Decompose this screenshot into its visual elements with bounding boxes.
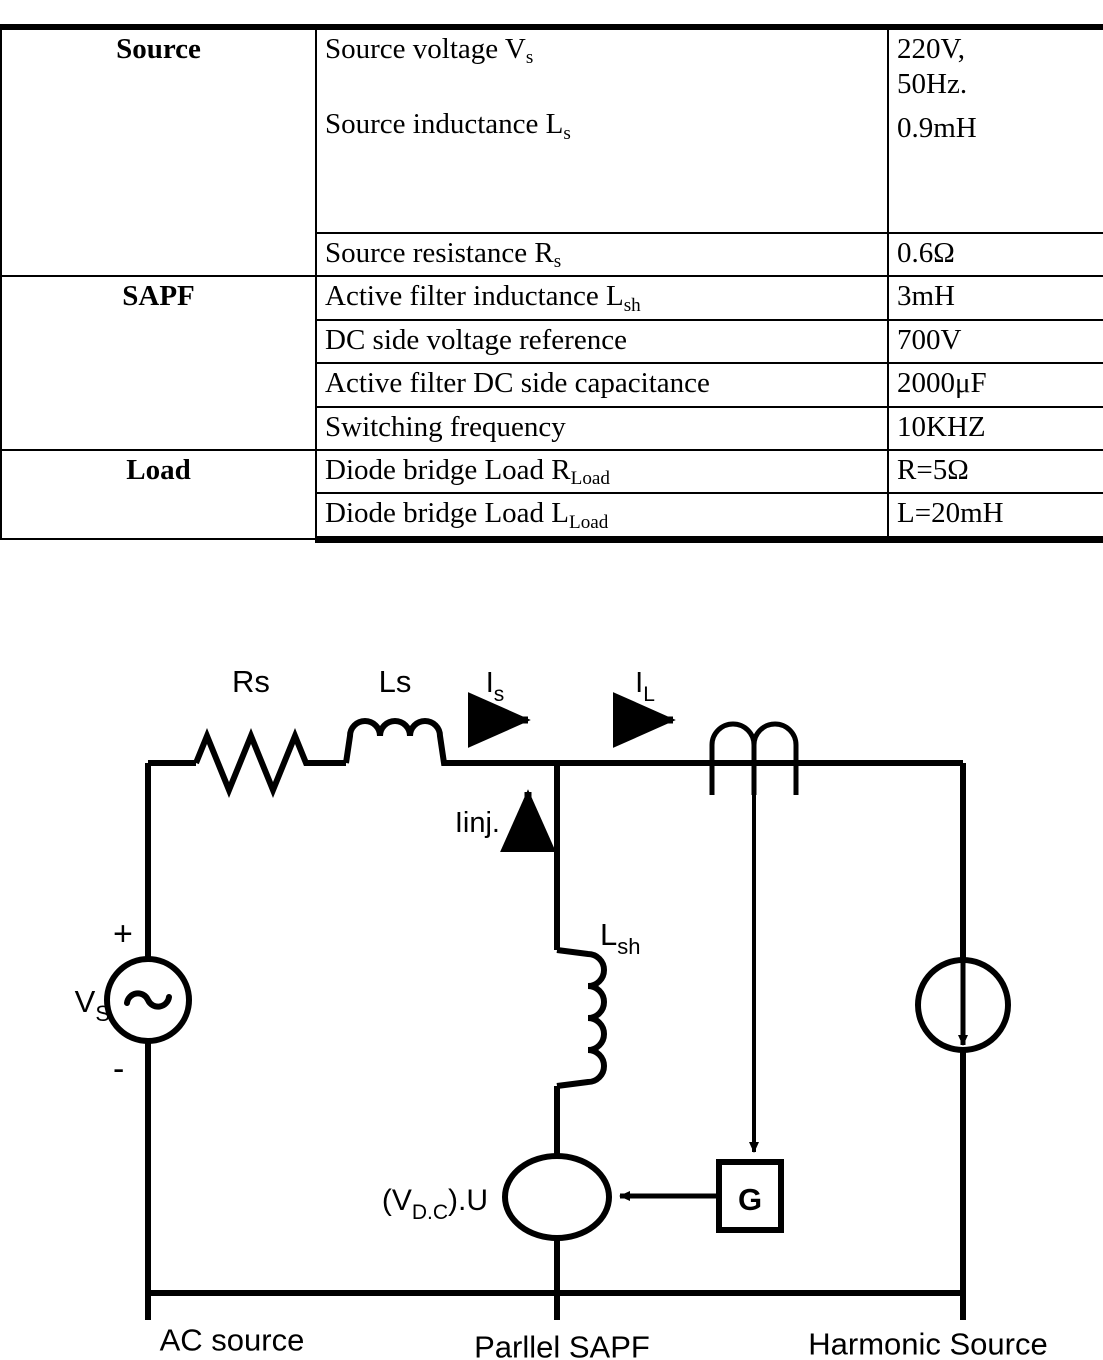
label-ac-source: AC source: [160, 1322, 305, 1357]
label-polarity-minus: -: [113, 1050, 124, 1088]
desc-subscript: s: [525, 47, 534, 69]
inductor-lsh-symbol: [556, 947, 607, 1089]
desc-text: Source inductance L: [325, 108, 564, 141]
desc-cell-load-resistance: Diode bridge Load RLoad: [315, 448, 889, 495]
desc-subscript: s: [563, 122, 571, 144]
desc-cell-source-resistance: Source resistance Rs: [315, 231, 889, 278]
section-bracket: [145, 1293, 966, 1320]
desc-spacer: [325, 67, 879, 107]
resistor-rs-symbol: [193, 728, 346, 798]
label-il: IL: [635, 667, 655, 706]
category-cell-load: Load: [0, 448, 317, 541]
value-cell-switching-frequency: 10KHZ: [887, 405, 1103, 451]
desc-cell-dc-capacitance: Active filter DC side capacitance: [315, 362, 889, 408]
desc-text: Diode bridge Load L: [325, 497, 570, 530]
desc-cell-switching-frequency: Switching frequency: [315, 405, 889, 451]
desc-cell-dc-voltage-reference: DC side voltage reference: [315, 318, 889, 365]
value-cell-dc-voltage-reference: 700V: [887, 318, 1103, 365]
category-label-source: Source: [116, 33, 201, 65]
category-cell-source: Source: [0, 23, 317, 278]
label-polarity-plus: +: [113, 915, 133, 953]
table-row: Load Diode bridge Load RLoad R=5Ω: [0, 448, 1103, 541]
ac-voltage-source-vs: [104, 956, 192, 1044]
label-ls: Ls: [379, 664, 412, 699]
value-cell-source-resistance: 0.6Ω: [887, 231, 1103, 278]
parameters-table-container: Source Source voltage Vs Source inductan…: [0, 23, 1103, 543]
value-cell-filter-inductance: 3mH: [887, 275, 1103, 321]
value-cell-load-inductance: L=20mH: [887, 492, 1103, 543]
desc-text: Source voltage V: [325, 33, 526, 65]
system-parameters-table: Source Source voltage Vs Source inductan…: [0, 23, 1103, 543]
current-sensor-ct-symbol: [709, 721, 799, 795]
desc-cell-source-voltage-inductance: Source voltage Vs Source inductance Ls: [315, 24, 889, 234]
value-source-frequency: 50Hz.: [897, 68, 968, 101]
label-g: G: [738, 1182, 762, 1217]
desc-text: Active filter inductance L: [325, 280, 624, 313]
harmonic-current-source: [915, 957, 1011, 1053]
label-vs: VS: [75, 984, 110, 1026]
label-lsh: Lsh: [600, 917, 641, 959]
value-cell-source-voltage-inductance: 220V, 50Hz. 0.9mH: [887, 24, 1103, 234]
label-harmonic-source: Harmonic Source: [808, 1326, 1047, 1360]
table-row: SAPF Active filter inductance Lsh 3mH: [0, 275, 1103, 451]
table-row: Source resistance Rs 0.6Ω: [1, 231, 1103, 278]
label-rs: Rs: [232, 664, 270, 699]
inductor-ls-symbol: [343, 718, 557, 766]
desc-subscript: sh: [623, 294, 641, 316]
value-cell-load-resistance: R=5Ω: [887, 448, 1103, 495]
desc-source-inductance: Source inductance Ls: [325, 107, 879, 144]
table-row: Diode bridge Load LLoad L=20mH: [1, 492, 1103, 543]
value-cell-dc-capacitance: 2000μF: [887, 362, 1103, 408]
circuit-svg: VS + - Is IL Iinj. Lsh (VD.C).U G: [75, 664, 1048, 1360]
label-vdc-u: (VD.C).U: [382, 1184, 488, 1224]
table-row: DC side voltage reference 700V: [1, 318, 1103, 365]
desc-cell-filter-inductance: Active filter inductance Lsh: [315, 275, 889, 321]
category-label-load: Load: [126, 453, 191, 486]
desc-text: Source resistance R: [325, 237, 554, 269]
value-source-inductance: 0.9mH: [897, 111, 977, 144]
table-row: Source Source voltage Vs Source inductan…: [0, 23, 1103, 278]
category-label-sapf: SAPF: [122, 280, 195, 313]
label-is: Is: [486, 667, 505, 706]
desc-subscript: Load: [569, 511, 609, 533]
table-row: Active filter DC side capacitance 2000μF: [1, 362, 1103, 408]
desc-subscript: s: [553, 251, 562, 273]
desc-cell-load-inductance: Diode bridge Load LLoad: [315, 492, 889, 543]
desc-source-voltage: Source voltage Vs: [325, 32, 879, 69]
table-row: Switching frequency 10KHZ: [1, 405, 1103, 451]
desc-text: Diode bridge Load R: [325, 453, 571, 486]
controlled-source-vdc-u: [502, 1153, 612, 1241]
value-source-voltage-magnitude: 220V,: [897, 33, 965, 65]
sine-wave-icon: [124, 990, 172, 1010]
sapf-circuit-diagram: VS + - Is IL Iinj. Lsh (VD.C).U G: [0, 620, 1103, 1360]
label-parallel-sapf: Parllel SAPF: [474, 1329, 650, 1360]
desc-subscript: Load: [570, 468, 610, 490]
label-iinj: Iinj.: [455, 807, 500, 839]
category-cell-sapf: SAPF: [0, 275, 317, 451]
